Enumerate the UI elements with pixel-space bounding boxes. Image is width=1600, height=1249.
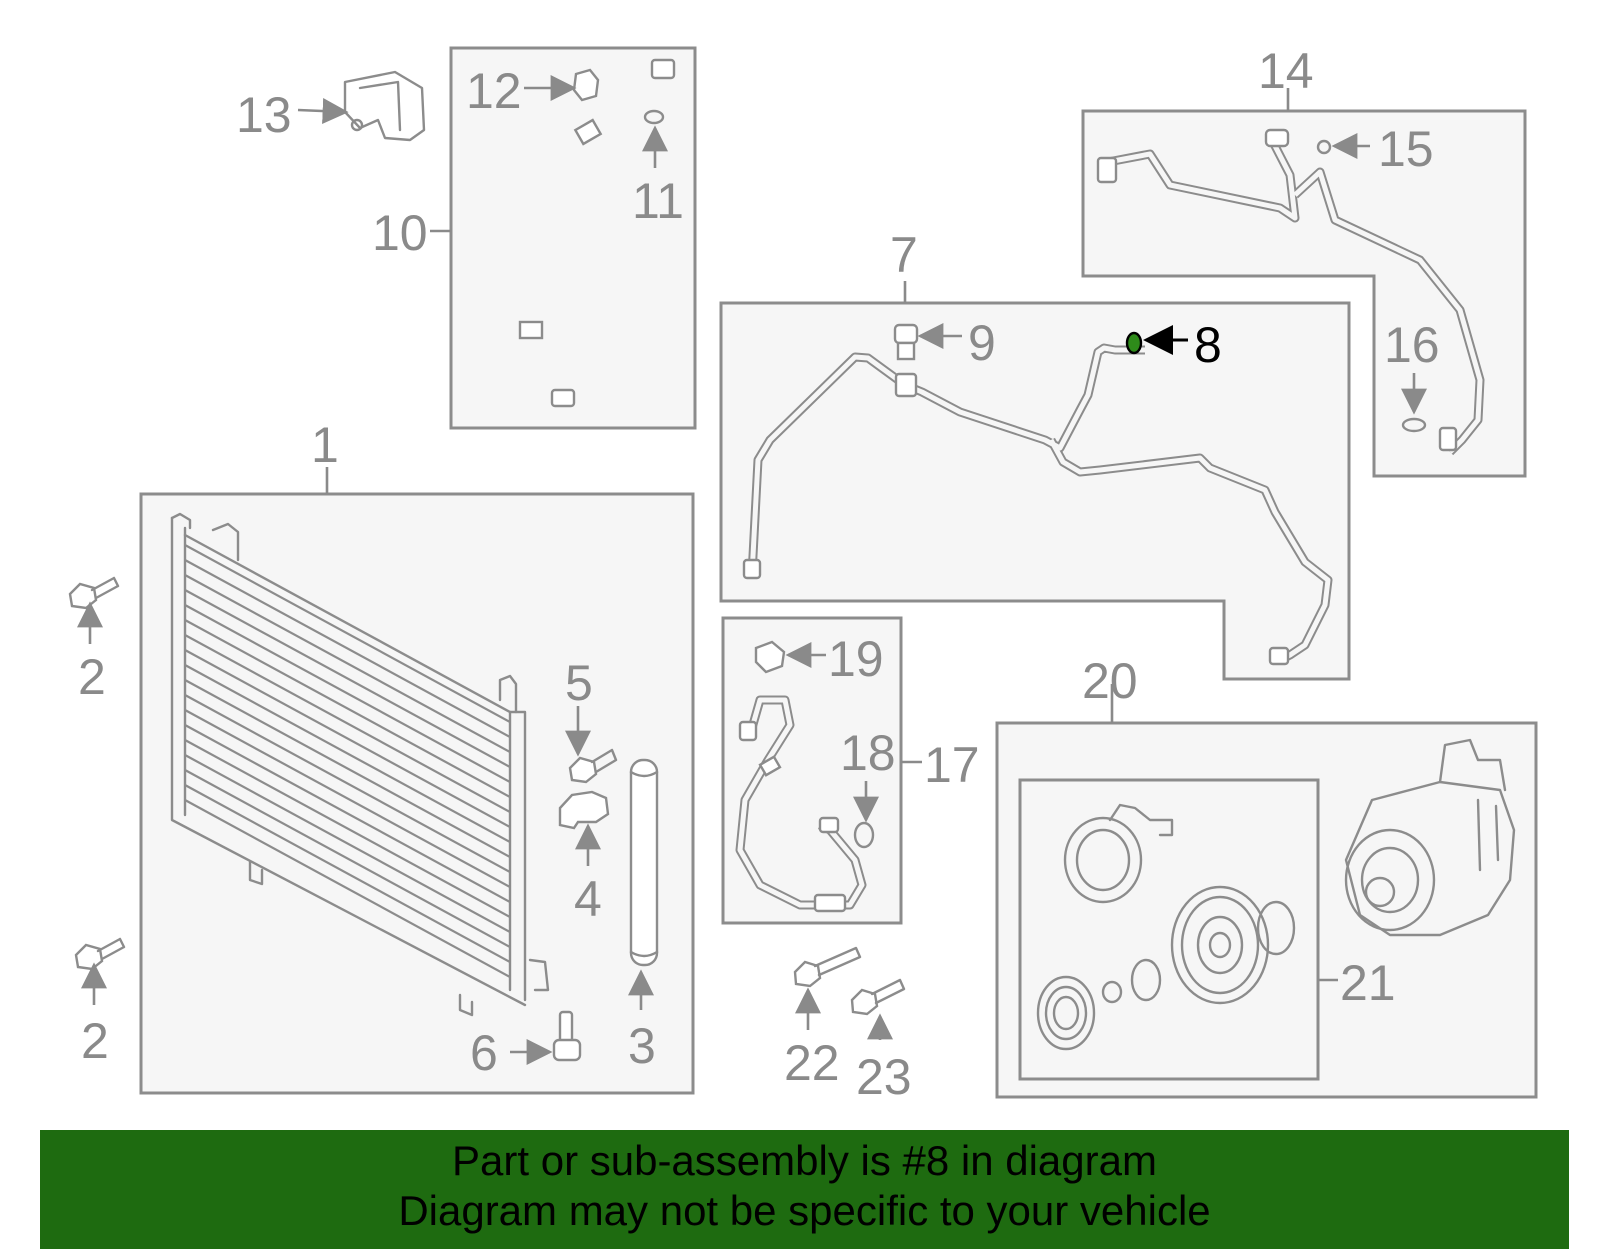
callout-19: 19 — [828, 631, 884, 687]
group-box-21 — [1018, 778, 1320, 1081]
callout-3: 3 — [628, 1018, 656, 1074]
callout-21: 21 — [1340, 955, 1396, 1011]
bracket-part-13 — [343, 70, 426, 142]
nut-part-19 — [754, 640, 786, 674]
callout-12: 12 — [466, 63, 522, 119]
bolt-part-2-lower — [74, 937, 126, 971]
callout-23: 23 — [856, 1049, 912, 1105]
callout-13: 13 — [236, 87, 292, 143]
callout-2-lower: 2 — [81, 1013, 109, 1069]
bolt-part-22 — [793, 946, 862, 988]
callout-14: 14 — [1258, 43, 1314, 99]
compressor-part-20 — [1344, 738, 1516, 937]
bolt-part-23 — [850, 978, 906, 1016]
callout-2-upper: 2 — [78, 649, 106, 705]
hose-part-17 — [735, 695, 867, 913]
info-banner: Part or sub-assembly is #8 in diagram Di… — [40, 1130, 1569, 1249]
callout-7: 7 — [890, 227, 918, 283]
plug-part-6 — [552, 1010, 582, 1062]
callout-labels: 1 2 2 3 4 5 6 7 8 9 10 11 12 13 14 15 16… — [78, 43, 1440, 1105]
o-ring-part-15 — [1316, 139, 1332, 155]
callout-15: 15 — [1378, 121, 1434, 177]
callout-20: 20 — [1082, 653, 1138, 709]
callout-leaders — [77, 75, 1427, 1065]
callout-11: 11 — [632, 173, 684, 229]
banner-line-part-number: Part or sub-assembly is #8 in diagram — [452, 1137, 1157, 1184]
banner-line-disclaimer: Diagram may not be specific to your vehi… — [398, 1187, 1211, 1234]
line-part-14 — [1096, 128, 1485, 456]
callout-17: 17 — [924, 737, 980, 793]
bolt-part-2-upper — [68, 576, 120, 610]
callout-9: 9 — [968, 315, 996, 371]
callout-22: 22 — [784, 1035, 840, 1091]
nut-part-12 — [572, 68, 600, 102]
callout-5: 5 — [565, 655, 593, 711]
group-box-1 — [139, 492, 695, 1095]
callout-4: 4 — [574, 871, 602, 927]
condenser-part-1 — [170, 512, 550, 1017]
switch-part-9 — [893, 323, 919, 361]
o-ring-part-8-highlighted — [1125, 331, 1143, 355]
o-ring-part-11 — [643, 109, 665, 125]
callout-16: 16 — [1384, 317, 1440, 373]
callout-1: 1 — [311, 417, 339, 473]
callout-6: 6 — [470, 1025, 498, 1081]
o-ring-part-18 — [853, 821, 875, 849]
line-part-7 — [742, 343, 1333, 666]
callout-10: 10 — [372, 205, 428, 261]
callout-8-highlighted: 8 — [1194, 317, 1222, 373]
callout-18: 18 — [840, 725, 896, 781]
bolt-part-5 — [568, 748, 618, 784]
o-ring-part-16 — [1401, 417, 1427, 433]
hose-part-10 — [518, 58, 676, 408]
bracket-part-4 — [558, 790, 610, 830]
clutch-kit-part-21 — [1036, 803, 1296, 1051]
drier-part-3 — [629, 758, 659, 967]
group-box-7 — [719, 301, 1351, 681]
